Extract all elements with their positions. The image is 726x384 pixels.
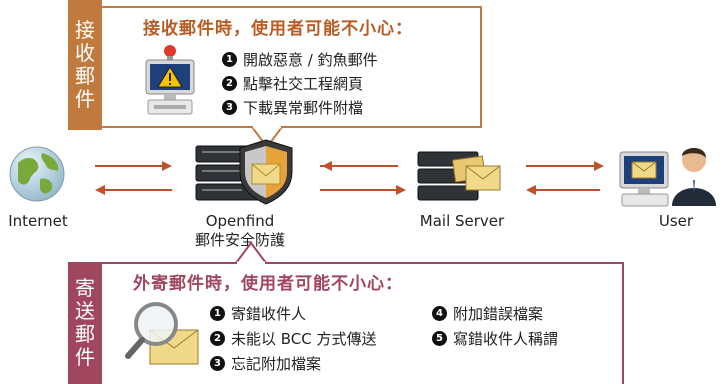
internet-label: Internet bbox=[8, 212, 68, 230]
send-tag: 寄送 郵件 bbox=[68, 262, 102, 384]
server-shield-icon bbox=[195, 139, 293, 205]
mail-server-label: Mail Server bbox=[419, 212, 505, 230]
openfind-label: Openfind 郵件安全防護 bbox=[194, 212, 285, 249]
receive-panel-pointer bbox=[250, 125, 284, 149]
flow-arrows bbox=[95, 161, 604, 195]
send-panel-pointer bbox=[234, 241, 268, 265]
receive-tag: 接收 郵件 bbox=[68, 0, 102, 130]
globe-icon bbox=[9, 146, 65, 202]
magnifier-mail-icon bbox=[125, 302, 199, 365]
user-monitor-icon bbox=[619, 148, 716, 207]
alert-monitor-icon bbox=[145, 45, 195, 115]
mail-server-icon bbox=[417, 151, 501, 201]
send-title: 外寄郵件時，使用者可能不小心： bbox=[133, 274, 403, 294]
receive-title: 接收郵件時，使用者可能不小心： bbox=[143, 19, 413, 39]
user-label: User bbox=[658, 212, 694, 230]
